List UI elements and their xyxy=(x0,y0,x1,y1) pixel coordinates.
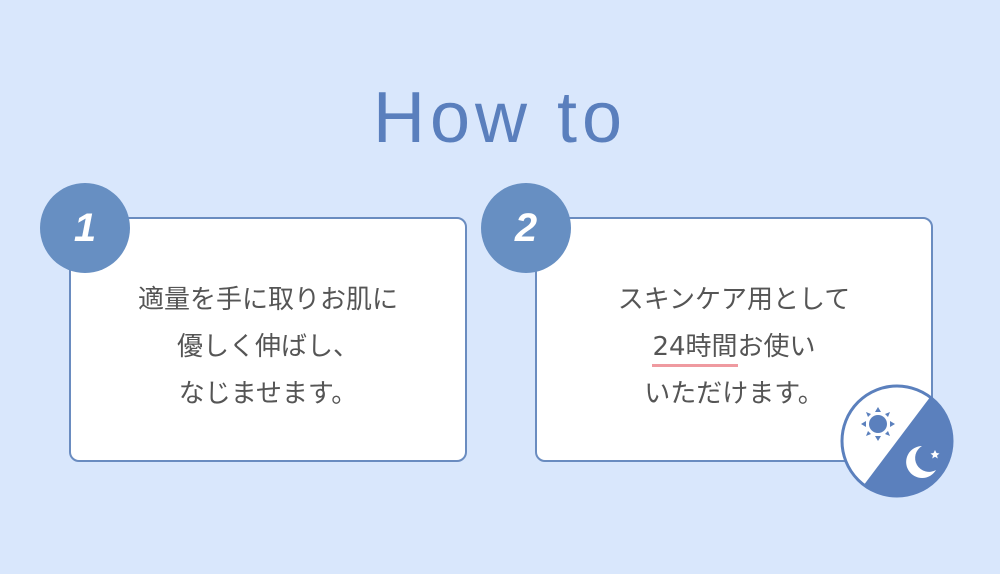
moon-icon xyxy=(906,446,940,478)
step-2-text: スキンケア用として 24時間お使い いただけます。 xyxy=(537,277,931,418)
step-1-line: 適量を手に取りお肌に xyxy=(137,285,398,315)
step-1-line: なじませます。 xyxy=(178,379,358,409)
step-1-line: 優しく伸ばし、 xyxy=(176,332,359,362)
highlight-24h: 24時間 xyxy=(652,332,738,367)
step-number-1: 1 xyxy=(40,183,130,273)
step-2-line: スキンケア用として xyxy=(617,285,851,315)
step-1-text: 適量を手に取りお肌に 優しく伸ばし、 なじませます。 xyxy=(71,277,465,418)
day-night-icon xyxy=(840,384,954,498)
page-title: How to xyxy=(372,78,628,158)
sun-icon xyxy=(861,407,895,441)
step-card-2: スキンケア用として 24時間お使い いただけます。 xyxy=(535,217,933,462)
step-2-line: 24時間お使い xyxy=(537,324,931,371)
step-number-2: 2 xyxy=(481,183,571,273)
step-2-line: いただけます。 xyxy=(644,379,824,409)
step-card-1: 適量を手に取りお肌に 優しく伸ばし、 なじませます。 xyxy=(69,217,467,462)
